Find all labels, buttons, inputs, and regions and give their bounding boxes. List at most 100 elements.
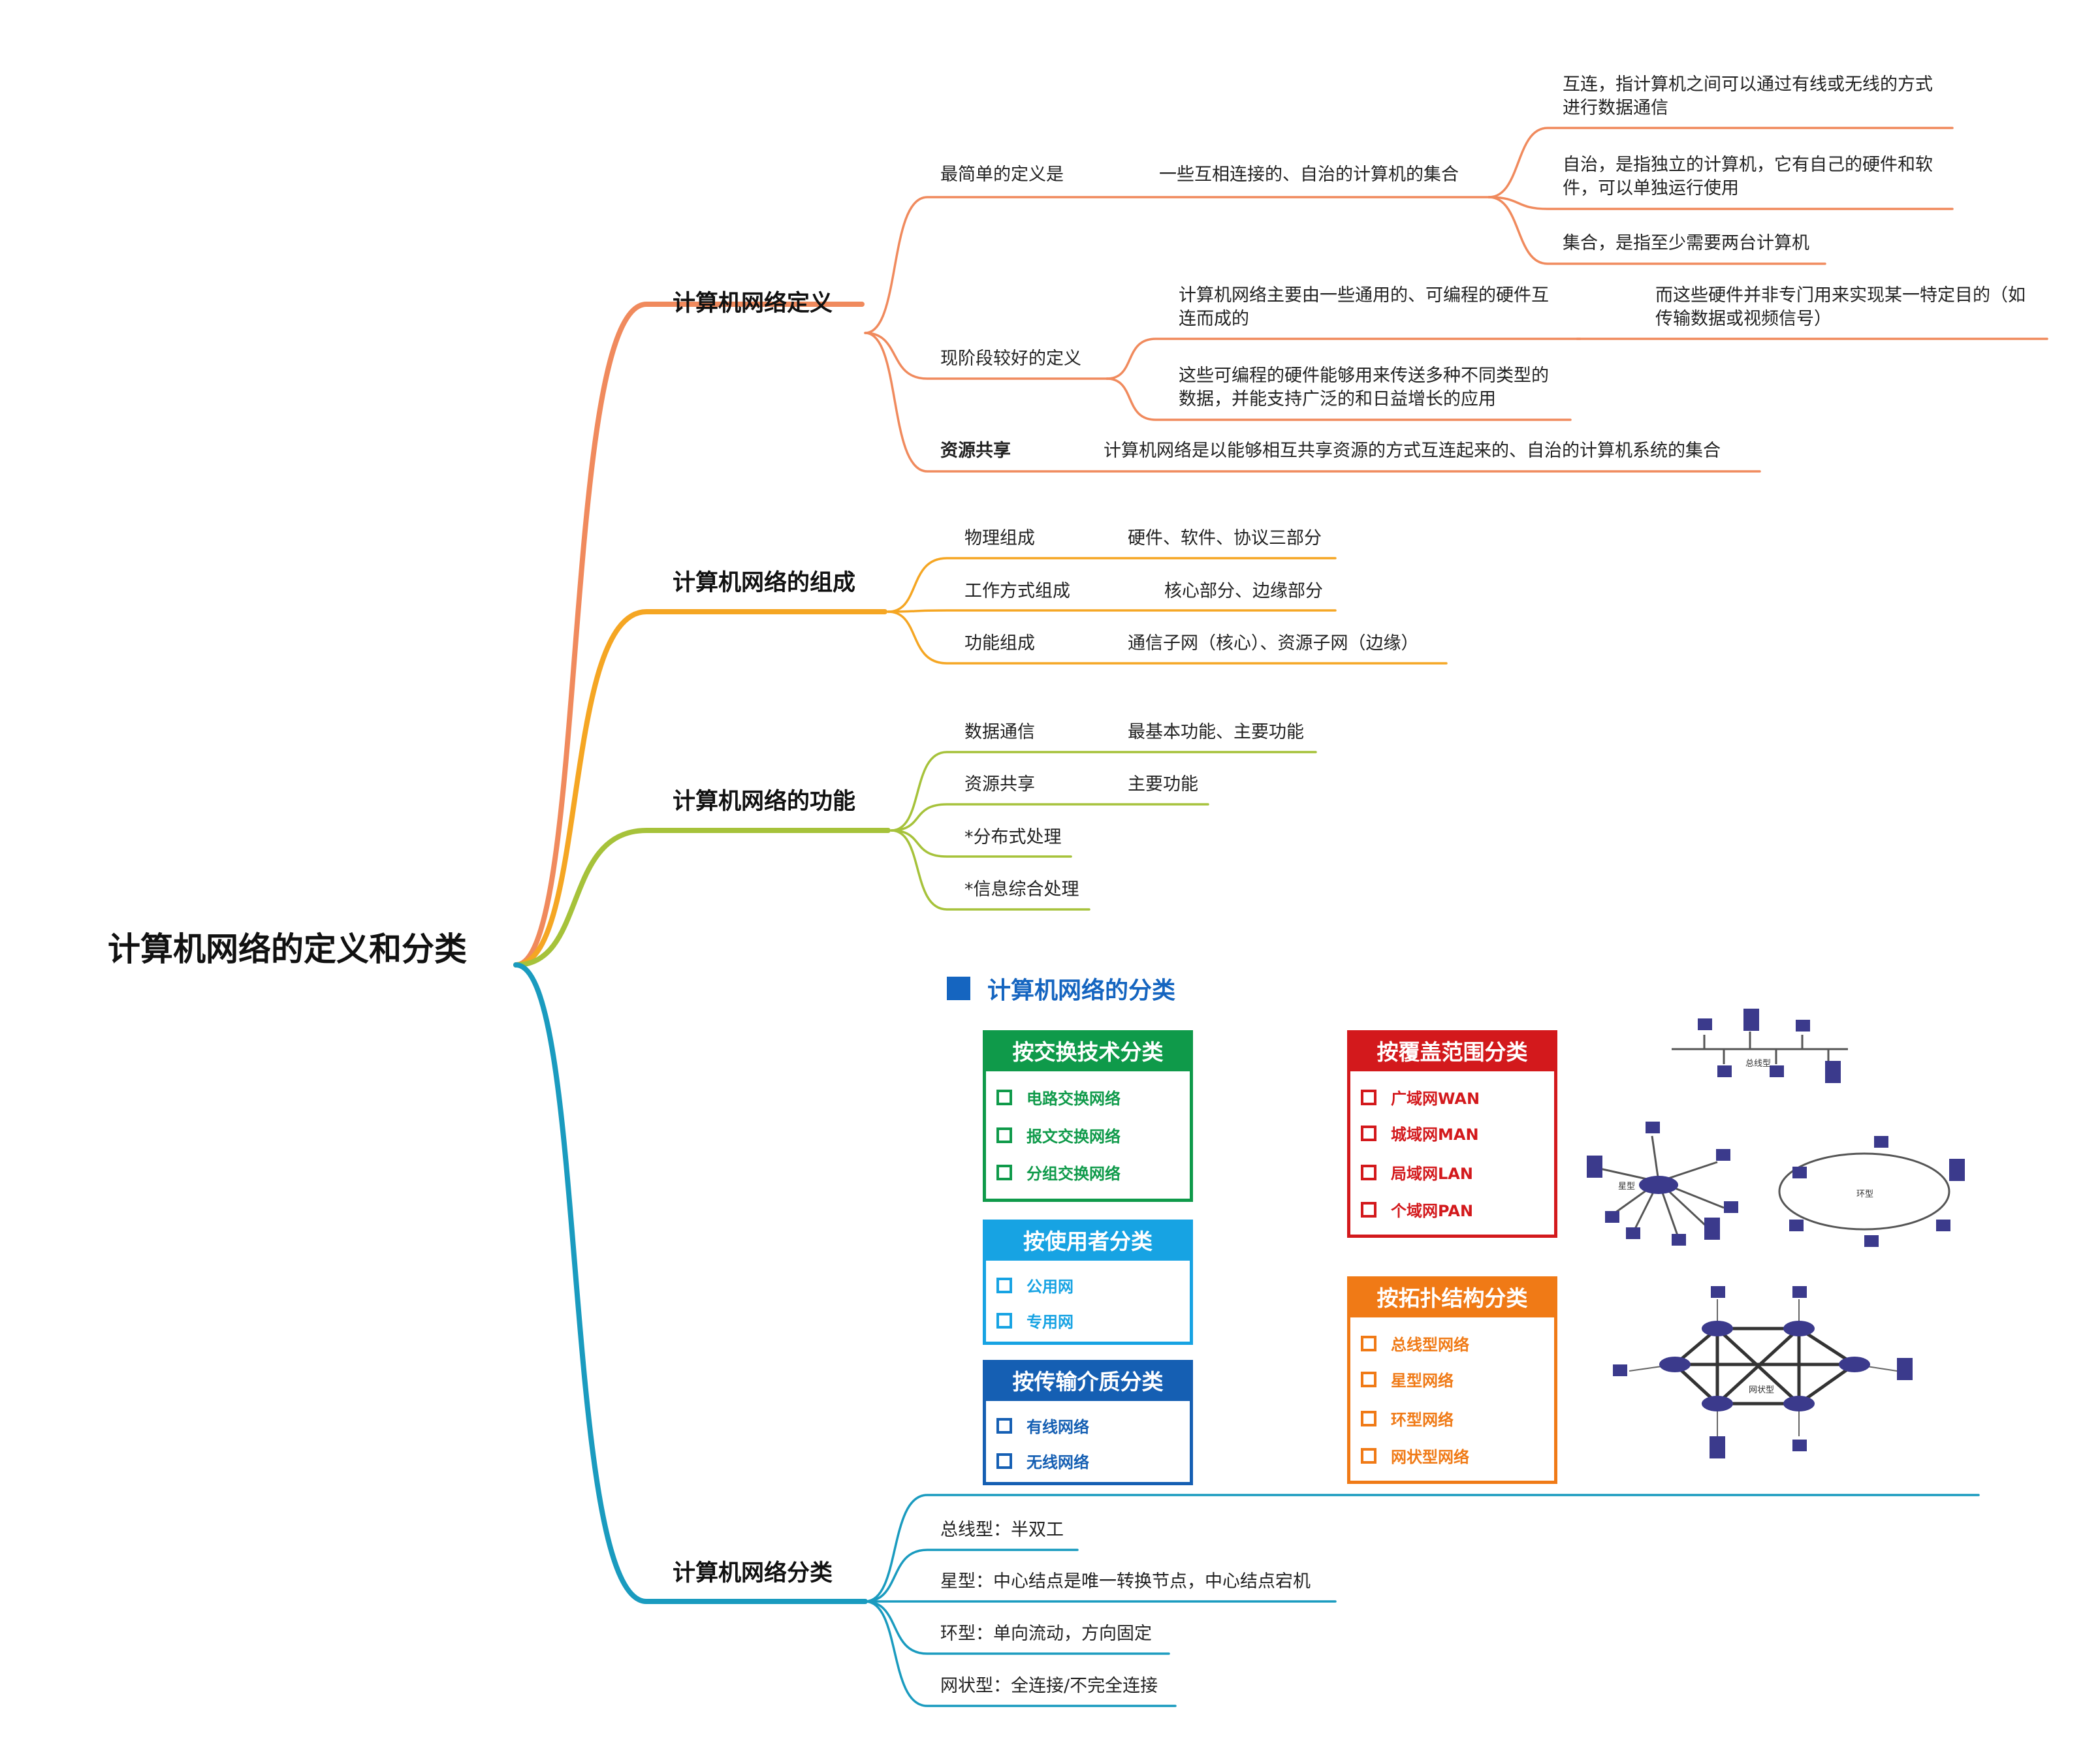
checkbox-icon[interactable]: [996, 1127, 1012, 1143]
simplest-detail-interconnect[interactable]: 互连，指计算机之间可以通过有线或无线的方式 进行数据通信: [1563, 74, 1933, 119]
media-item[interactable]: 无线网络: [996, 1449, 1089, 1472]
coverage-item[interactable]: 城域网MAN: [1361, 1122, 1479, 1144]
classification-item[interactable]: 网状型：全连接/不完全连接: [940, 1676, 1158, 1696]
workstation-icon: [1792, 1286, 1807, 1298]
topology-item[interactable]: 总线型网络: [1361, 1332, 1469, 1355]
workstation-icon: [1770, 1065, 1784, 1077]
switching-item[interactable]: 报文交换网络: [996, 1124, 1121, 1146]
composition-item-value[interactable]: 硬件、软件、协议三部分: [1128, 528, 1322, 548]
function-item-label[interactable]: 数据通信: [964, 722, 1035, 742]
topology-illustrations: [1599, 1032, 1950, 1436]
resource-sharing-value[interactable]: 计算机网络是以能够相互共享资源的方式互连起来的、自治的计算机系统的集合: [1104, 441, 1721, 461]
workstation-icon: [1646, 1122, 1660, 1133]
root-topic[interactable]: 计算机网络的定义和分类: [108, 930, 467, 968]
coverage-item[interactable]: 广域网WAN: [1361, 1086, 1480, 1109]
workstation-icon: [1792, 1167, 1807, 1178]
branch-definition[interactable]: 计算机网络定义: [673, 291, 833, 317]
users-item[interactable]: 专用网: [996, 1309, 1074, 1332]
server-icon: [1897, 1358, 1913, 1380]
simplest-definition-value[interactable]: 一些互相连接的、自治的计算机的集合: [1159, 165, 1459, 185]
workstation-icon: [1613, 1364, 1627, 1376]
workstation-icon: [1864, 1235, 1879, 1247]
server-icon: [1704, 1218, 1720, 1240]
connector-root-definition: [513, 302, 865, 968]
checkbox-icon[interactable]: [996, 1089, 1012, 1105]
star-topology-label: 星型: [1618, 1182, 1636, 1191]
router-icon: [1783, 1321, 1815, 1336]
coverage-box-title: 按覆盖范围分类: [1350, 1033, 1554, 1071]
server-icon: [1825, 1061, 1841, 1083]
composition-item-label[interactable]: 物理组成: [964, 528, 1035, 548]
workstation-icon: [1936, 1220, 1950, 1231]
function-item-value[interactable]: 主要功能: [1128, 774, 1198, 795]
checkbox-icon[interactable]: [1361, 1125, 1376, 1141]
media-item[interactable]: 有线网络: [996, 1414, 1089, 1437]
function-item-label[interactable]: 资源共享: [964, 774, 1035, 795]
switching-item[interactable]: 电路交换网络: [996, 1086, 1121, 1109]
workstation-icon: [1724, 1201, 1738, 1213]
branch-function[interactable]: 计算机网络的功能: [673, 789, 856, 815]
topology-item[interactable]: 星型网络: [1361, 1368, 1454, 1391]
function-item-label[interactable]: *分布式处理: [964, 827, 1062, 847]
topology-item[interactable]: 网状型网络: [1361, 1444, 1469, 1467]
coverage-item[interactable]: 个域网PAN: [1361, 1198, 1473, 1221]
checkbox-icon[interactable]: [1361, 1371, 1376, 1387]
branch-classification[interactable]: 计算机网络分类: [673, 1560, 833, 1586]
media-box-title: 按传输介质分类: [986, 1363, 1190, 1401]
router-icon: [1659, 1357, 1691, 1372]
classification-item[interactable]: 星型：中心结点是唯一转换节点，中心结点宕机: [940, 1571, 1311, 1592]
users-box-title: 按使用者分类: [986, 1223, 1190, 1261]
router-icon: [1783, 1396, 1815, 1411]
media-classification-box: 按传输介质分类 有线网络 无线网络: [983, 1360, 1193, 1485]
checkbox-icon[interactable]: [1361, 1089, 1376, 1105]
checkbox-icon[interactable]: [996, 1417, 1012, 1434]
checkbox-icon[interactable]: [996, 1312, 1012, 1329]
current-definition-extra[interactable]: 而这些硬件并非专门用来实现某一特定目的（如 传输数据或视频信号）: [1655, 285, 2026, 330]
checkbox-icon[interactable]: [996, 1453, 1012, 1469]
connector-root-classification: [513, 962, 868, 1604]
server-icon: [1710, 1436, 1725, 1458]
topology-item[interactable]: 环型网络: [1361, 1407, 1454, 1430]
switching-item[interactable]: 分组交换网络: [996, 1161, 1121, 1184]
topology-classification-box: 按拓扑结构分类 总线型网络 星型网络 环型网络 网状型网络: [1347, 1276, 1557, 1484]
composition-item-value[interactable]: 核心部分、边缘部分: [1164, 581, 1323, 601]
classification-item[interactable]: 环型：单向流动，方向固定: [940, 1624, 1152, 1644]
users-item[interactable]: 公用网: [996, 1274, 1074, 1297]
router-icon: [1702, 1396, 1733, 1411]
checkbox-icon[interactable]: [1361, 1335, 1376, 1351]
simplest-detail-collection[interactable]: 集合，是指至少需要两台计算机: [1563, 233, 1809, 253]
coverage-classification-box: 按覆盖范围分类 广域网WAN 城域网MAN 局域网LAN 个域网PAN: [1347, 1030, 1557, 1238]
checkbox-icon[interactable]: [1361, 1164, 1376, 1180]
workstation-icon: [1716, 1149, 1730, 1161]
ring-topology-label: 环型: [1856, 1189, 1874, 1199]
checkbox-icon[interactable]: [1361, 1447, 1376, 1464]
current-definition-label[interactable]: 现阶段较好的定义: [940, 349, 1081, 369]
checkbox-icon[interactable]: [1361, 1410, 1376, 1426]
current-definition-item-applications[interactable]: 这些可编程的硬件能够用来传送多种不同类型的 数据，并能支持广泛的和日益增长的应用: [1179, 366, 1549, 410]
hub-icon: [1639, 1176, 1678, 1194]
workstation-icon: [1792, 1440, 1807, 1451]
function-item-label[interactable]: *信息综合处理: [964, 879, 1079, 900]
simplest-detail-autonomous[interactable]: 自治，是指独立的计算机，它有自己的硬件和软 件，可以单独运行使用: [1563, 155, 1933, 199]
connector-root-function: [513, 828, 891, 968]
router-icon: [1839, 1357, 1870, 1372]
classification-item[interactable]: 总线型：半双工: [940, 1520, 1064, 1540]
composition-item-label[interactable]: 功能组成: [964, 633, 1035, 654]
checkbox-icon[interactable]: [996, 1164, 1012, 1180]
router-icon: [1702, 1321, 1733, 1336]
checkbox-icon[interactable]: [996, 1277, 1012, 1293]
workstation-icon: [1605, 1211, 1619, 1223]
resource-sharing-label[interactable]: 资源共享: [940, 441, 1011, 461]
workstation-icon: [1698, 1018, 1712, 1030]
composition-item-value[interactable]: 通信子网（核心）、资源子网（边缘）: [1128, 633, 1419, 654]
branch-composition[interactable]: 计算机网络的组成: [673, 570, 856, 596]
workstation-icon: [1626, 1227, 1640, 1239]
checkbox-icon[interactable]: [1361, 1201, 1376, 1218]
coverage-item[interactable]: 局域网LAN: [1361, 1161, 1473, 1184]
composition-item-label[interactable]: 工作方式组成: [964, 581, 1070, 601]
simplest-definition-label[interactable]: 最简单的定义是: [940, 165, 1064, 185]
switching-box-title: 按交换技术分类: [986, 1033, 1190, 1071]
connector-function-1: [890, 751, 1317, 832]
current-definition-item-hardware[interactable]: 计算机网络主要由一些通用的、可编程的硬件互 连而成的: [1179, 285, 1549, 330]
function-item-value[interactable]: 最基本功能、主要功能: [1128, 722, 1304, 742]
